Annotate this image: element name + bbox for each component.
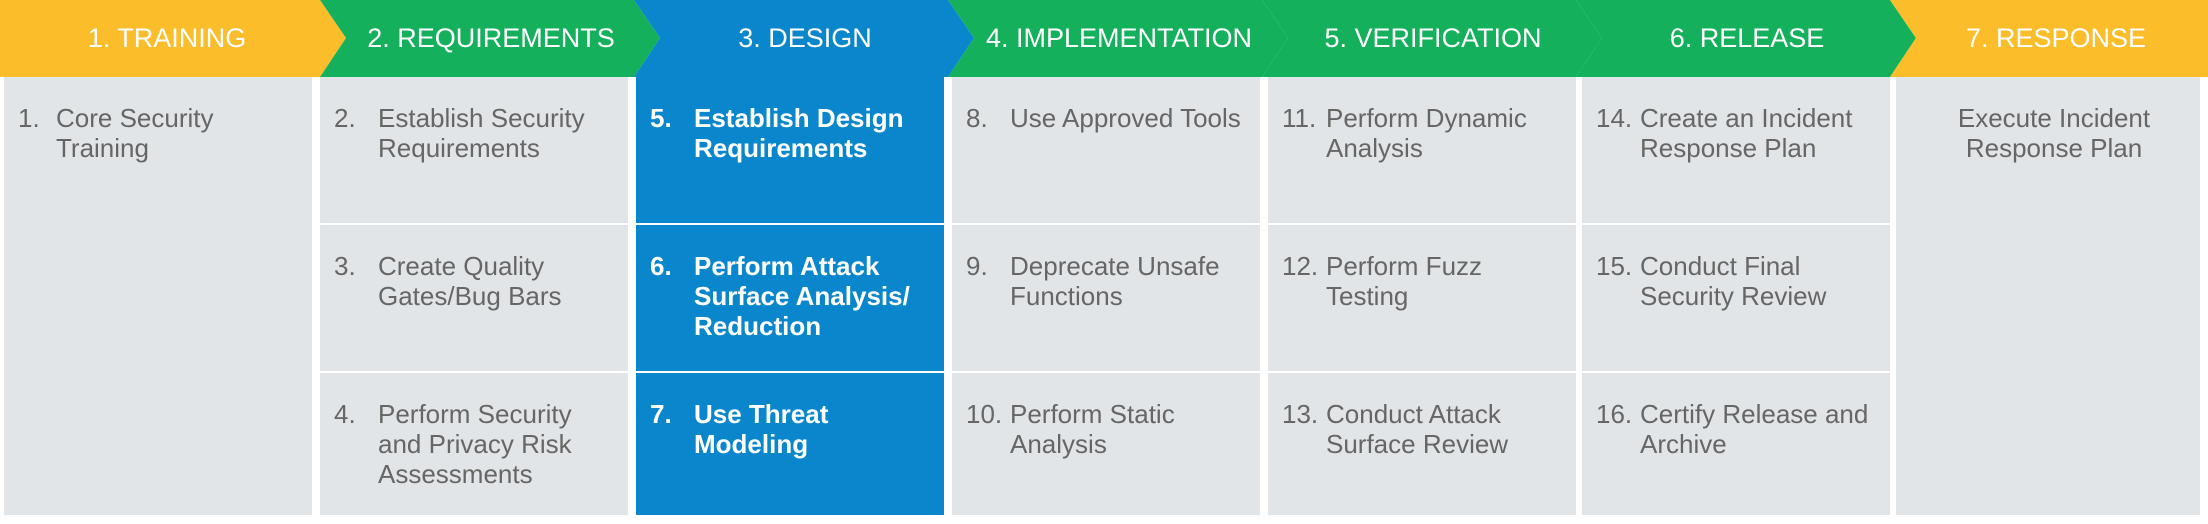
practice-text: Create an Incident Response Plan: [1640, 103, 1853, 163]
practice-cell: 12. Perform Fuzz Testing: [1268, 225, 1576, 371]
practice-cell: 9. Deprecate Unsafe Functions: [952, 225, 1260, 371]
column-training: 1. Core Security Training: [4, 77, 312, 515]
phase-label-training: 1. TRAINING: [87, 23, 247, 53]
practice-number: 8.: [966, 103, 988, 133]
practice-text: Perform Fuzz Testing: [1326, 251, 1483, 311]
phase-label-verification: 5. VERIFICATION: [1324, 23, 1542, 53]
phase-label-response: 7. RESPONSE: [1965, 23, 2147, 53]
column-release: 14. Create an Incident Response Plan 15.…: [1582, 77, 1890, 515]
phase-label-release: 6. RELEASE: [1669, 23, 1825, 53]
practice-number: 4.: [334, 399, 356, 429]
practice-text: Establish Security Requirements: [378, 103, 585, 163]
practice-cell-highlighted: 6. Perform Attack Surface Analysis/ Redu…: [636, 225, 944, 371]
phase-arrow-training: [0, 0, 346, 77]
practice-cell: 4. Perform Security and Privacy Risk Ass…: [320, 373, 628, 515]
practice-number: 3.: [334, 251, 356, 281]
practice-cell: Execute Incident Response Plan: [1896, 77, 2200, 515]
practice-text: Certify Release and Archive: [1640, 399, 1869, 459]
phase-label-design: 3. DESIGN: [738, 23, 872, 53]
practice-cell: 1. Core Security Training: [4, 77, 312, 515]
practice-text: Perform Attack Surface Analysis/ Reducti…: [694, 251, 910, 341]
practice-cell: 16. Certify Release and Archive: [1582, 373, 1890, 515]
phase-label-requirements: 2. REQUIREMENTS: [367, 23, 615, 53]
column-design: 5. Establish Design Requirements 6. Perf…: [636, 77, 944, 515]
practice-text: Perform Dynamic Analysis: [1326, 103, 1527, 163]
practice-text: Execute Incident Response Plan: [1957, 103, 2151, 163]
practice-cell: 14. Create an Incident Response Plan: [1582, 77, 1890, 223]
practice-text: Perform Static Analysis: [1010, 399, 1175, 459]
practice-number: 16.: [1596, 399, 1633, 429]
practice-number: 5.: [650, 103, 672, 133]
practice-cell: 15. Conduct Final Security Review: [1582, 225, 1890, 371]
practice-text: Deprecate Unsafe Functions: [1010, 251, 1220, 311]
practice-number: 14.: [1596, 103, 1633, 133]
practice-text: Use Approved Tools: [1010, 103, 1241, 133]
practice-number: 12.: [1282, 251, 1319, 281]
practice-cell-highlighted: 7. Use Threat Modeling: [636, 373, 944, 515]
column-response: Execute Incident Response Plan: [1896, 77, 2200, 515]
practice-cell: 11. Perform Dynamic Analysis: [1268, 77, 1576, 223]
phase-arrow-release: [1576, 0, 1916, 77]
practice-number: 10.: [966, 399, 1003, 429]
phase-arrow-response: [1890, 0, 2208, 77]
practice-cell: 2. Establish Security Requirements: [320, 77, 628, 223]
phase-label-implementation: 4. IMPLEMENTATION: [985, 23, 1253, 53]
column-requirements: 2. Establish Security Requirements 3. Cr…: [320, 77, 628, 515]
column-implementation: 8. Use Approved Tools 9. Deprecate Unsaf…: [952, 77, 1260, 515]
practice-cell: 8. Use Approved Tools: [952, 77, 1260, 223]
practice-number: 9.: [966, 251, 988, 281]
practice-cell: 3. Create Quality Gates/Bug Bars: [320, 225, 628, 371]
phase-arrows: [0, 0, 2208, 77]
practice-text: Conduct Attack Surface Review: [1326, 399, 1509, 459]
practice-number: 2.: [334, 103, 356, 133]
phase-arrow-implementation: [948, 0, 1288, 77]
practice-text: Conduct Final Security Review: [1640, 251, 1827, 311]
practice-cell: 10. Perform Static Analysis: [952, 373, 1260, 515]
practice-number: 11.: [1282, 103, 1317, 133]
practice-text: Core Security Training: [56, 103, 214, 163]
practice-text: Establish Design Requirements: [694, 103, 904, 163]
column-verification: 11. Perform Dynamic Analysis 12. Perform…: [1268, 77, 1576, 515]
practice-cell-highlighted: 5. Establish Design Requirements: [636, 77, 944, 223]
practice-number: 1.: [18, 103, 40, 133]
practice-number: 6.: [650, 251, 672, 281]
practice-number: 13.: [1282, 399, 1319, 429]
practice-number: 15.: [1596, 251, 1633, 281]
practice-cell: 13. Conduct Attack Surface Review: [1268, 373, 1576, 515]
phase-arrow-verification: [1262, 0, 1602, 77]
phase-arrow-design: [634, 0, 974, 77]
practice-text: Perform Security and Privacy Risk Assess…: [378, 399, 572, 489]
practice-text: Create Quality Gates/Bug Bars: [378, 251, 562, 311]
practice-text: Use Threat Modeling: [694, 399, 829, 459]
phase-arrow-requirements: [320, 0, 660, 77]
practice-number: 7.: [650, 399, 672, 429]
